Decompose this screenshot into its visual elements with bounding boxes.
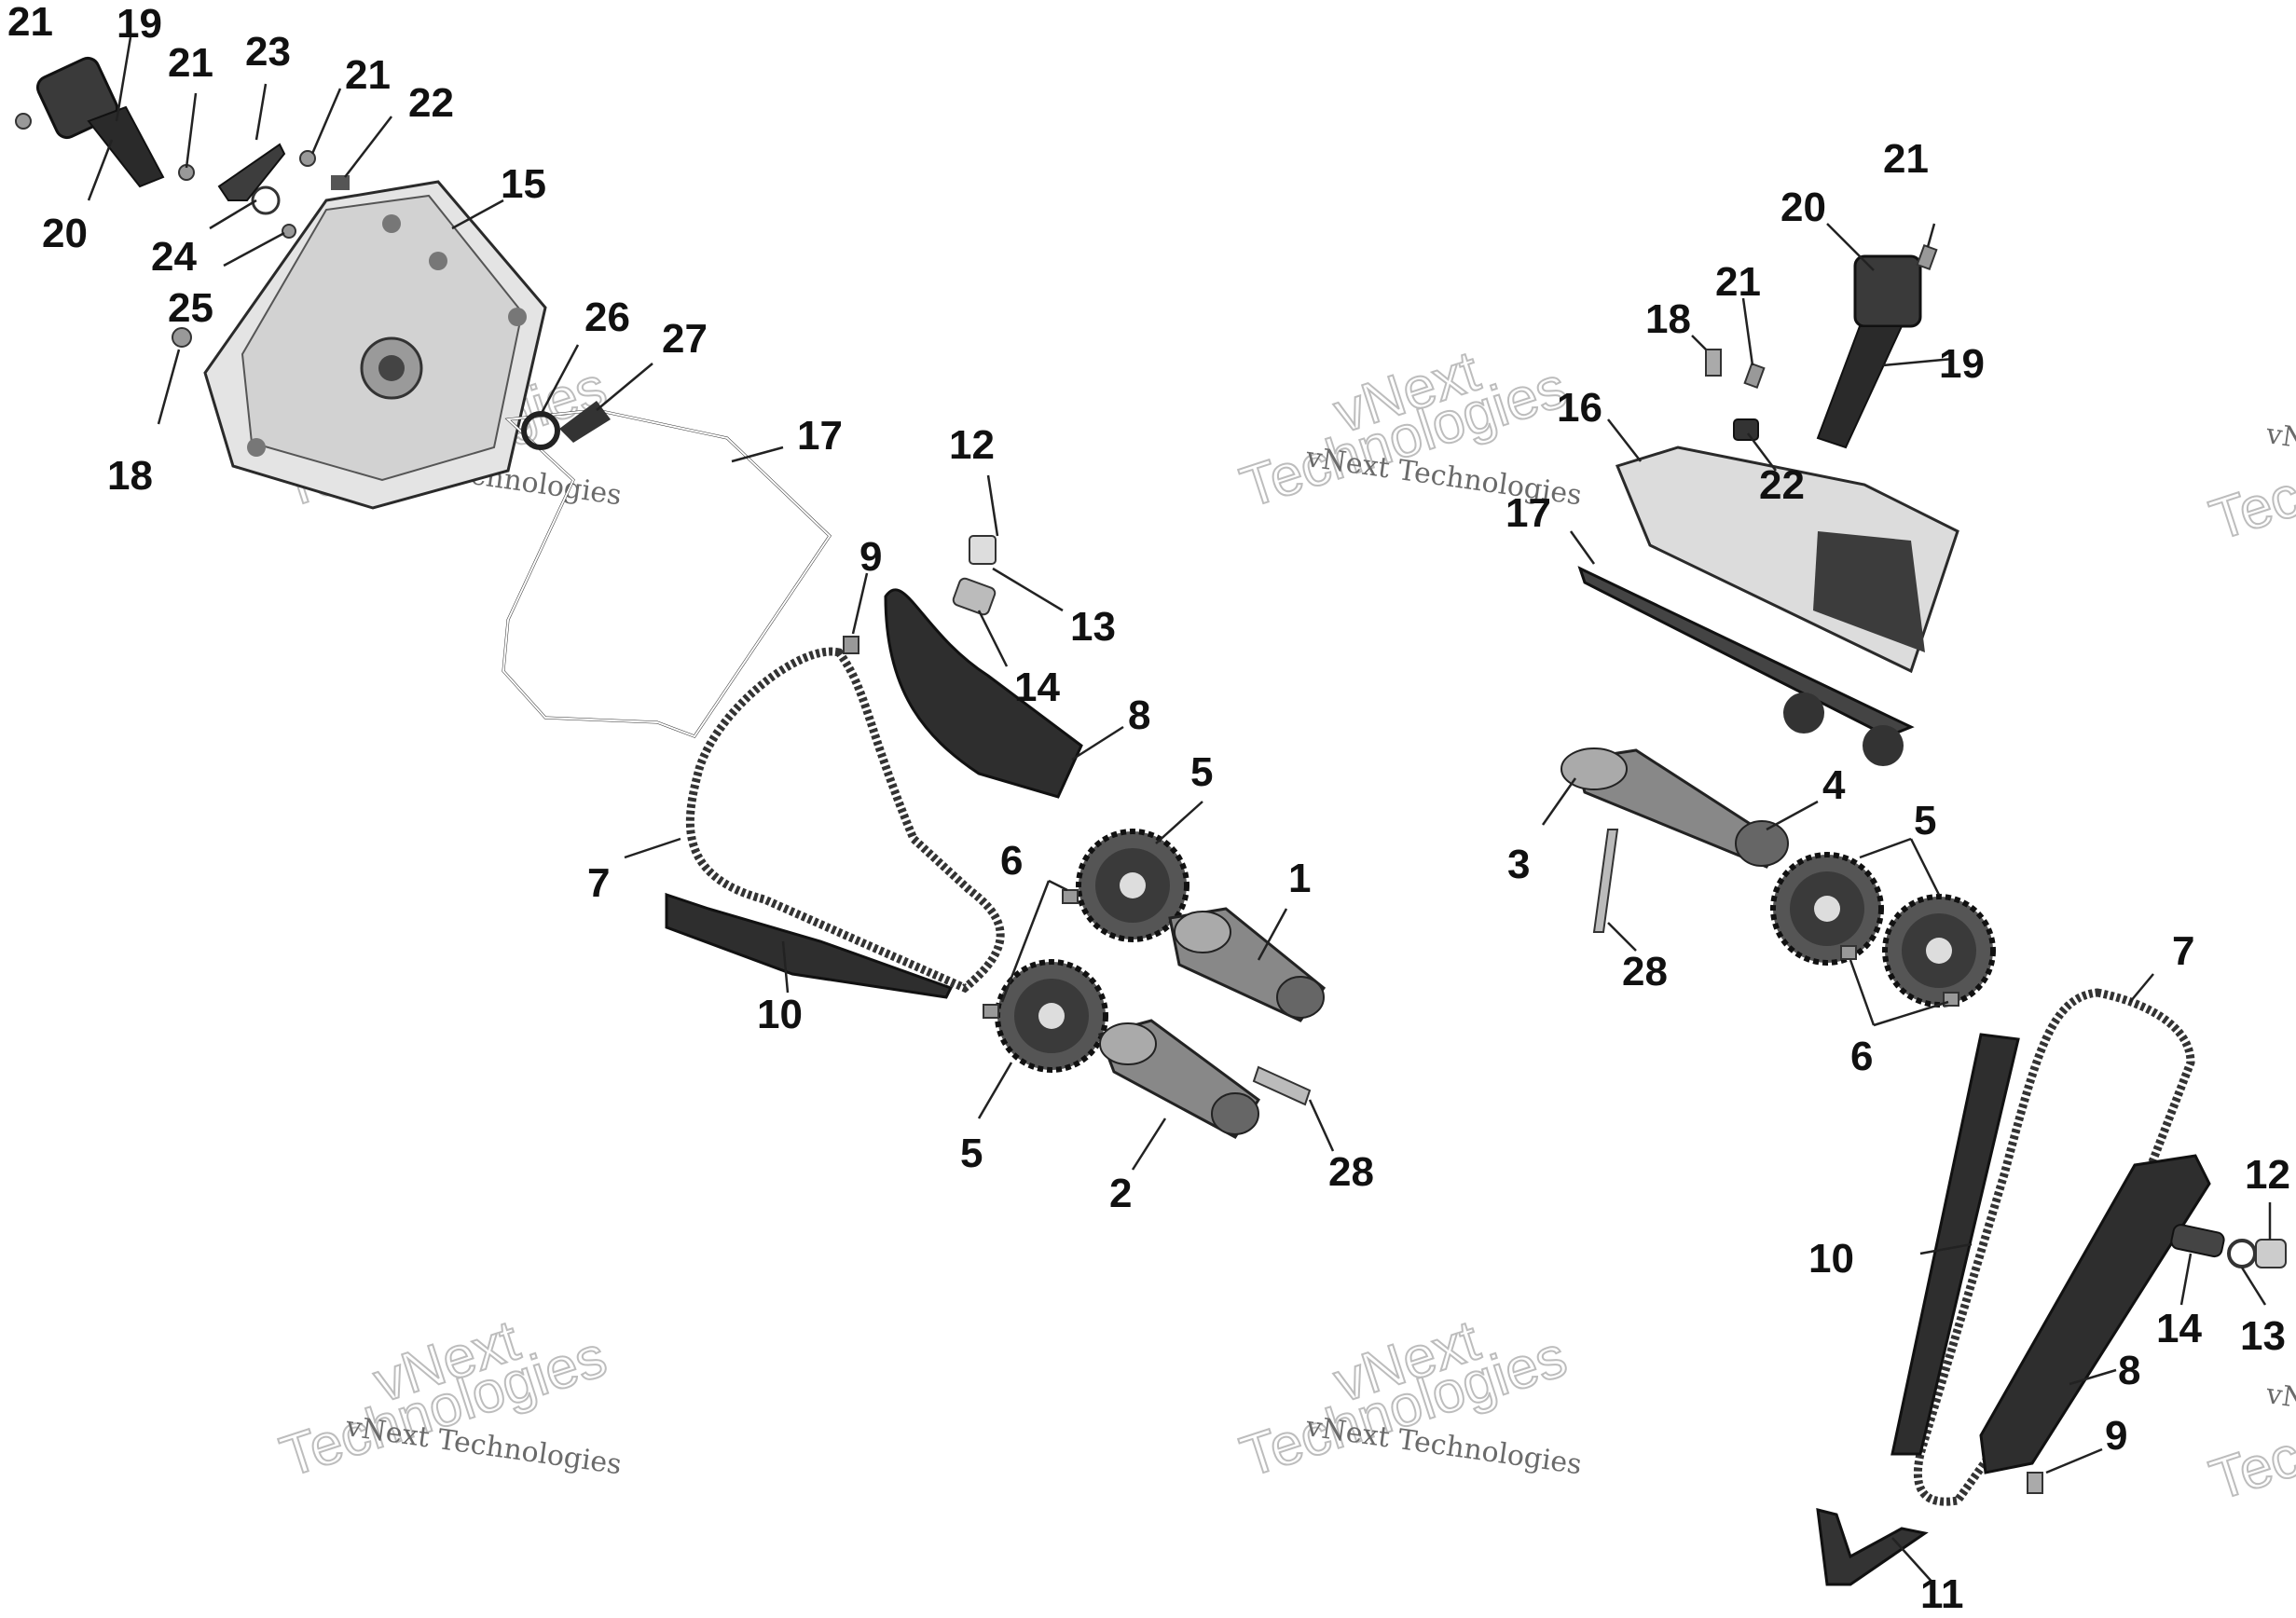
callout-5: 5	[1190, 749, 1213, 795]
callout-8: 8	[2118, 1348, 2140, 1393]
callout-9: 9	[2105, 1413, 2127, 1459]
sprocket-screw-right	[1840, 945, 1857, 960]
valve-cover-left	[203, 180, 547, 510]
callout-22: 22	[1759, 462, 1805, 508]
callout-19: 19	[1939, 341, 1985, 387]
tensioner-washer-right	[2227, 1239, 2257, 1268]
callout-5: 5	[1914, 798, 1936, 843]
callout-7: 7	[2172, 928, 2194, 974]
callout-15: 15	[501, 161, 546, 207]
callout-26: 26	[584, 295, 630, 340]
camshaft-position-sensor-left	[217, 143, 286, 201]
callout-4: 4	[1822, 762, 1846, 808]
watermark-small-text: vN	[2263, 1378, 2296, 1416]
callout-12: 12	[949, 422, 995, 468]
chain-tensioner-guide-left	[884, 588, 1083, 799]
sprocket-screw-left	[1062, 889, 1079, 904]
right-assembly	[1560, 243, 2287, 1586]
ignition-coil-left	[35, 56, 165, 188]
camshaft-sprocket-upper-right	[1770, 852, 1884, 966]
callout-6: 6	[1000, 838, 1023, 884]
timing-chain-left	[685, 647, 1005, 994]
tensioner-pin-left	[952, 535, 997, 616]
callout-2: 2	[1109, 1171, 1132, 1216]
callout-21: 21	[168, 40, 213, 86]
callout-20: 20	[1780, 185, 1826, 230]
watermark-big-technologies: Tec	[2203, 1424, 2296, 1513]
camshaft-intake-left	[1168, 907, 1327, 1022]
callout-18: 18	[1645, 296, 1691, 342]
callout-14: 14	[2156, 1306, 2202, 1351]
callout-16: 16	[1557, 385, 1602, 431]
callout-7: 7	[587, 860, 610, 906]
watermark-small-text: vN	[2263, 418, 2296, 456]
callout-3: 3	[1507, 842, 1530, 887]
callout-6: 6	[1850, 1034, 1873, 1079]
callout-5: 5	[960, 1131, 983, 1176]
camshaft-sprocket-upper-left	[1076, 829, 1189, 942]
callout-1: 1	[1288, 856, 1311, 901]
chain-tensioner-guide-right	[1979, 1154, 2211, 1474]
callout-23: 23	[245, 29, 291, 75]
callout-13: 13	[2240, 1313, 2286, 1359]
callout-10: 10	[757, 992, 803, 1037]
left-assembly	[15, 56, 1327, 1139]
callout-numbers: 21 19 21 23 21 22 20 24 15 25 26 27 18 1…	[7, 0, 2290, 1617]
guide-screw-right	[2027, 1472, 2043, 1494]
oil-jet-right	[1592, 829, 1619, 933]
watermark-group: vNext Technologies vNext Technologies vN…	[272, 338, 2296, 1515]
callout-17: 17	[797, 413, 843, 459]
callout-12: 12	[2245, 1152, 2290, 1198]
guide-screw-left	[843, 636, 859, 654]
callout-21: 21	[345, 52, 391, 98]
lower-chain-guide-right	[1816, 1508, 1929, 1586]
valve-cover-gasket-left	[502, 408, 832, 738]
callout-13: 13	[1070, 604, 1116, 650]
callout-18: 18	[107, 453, 153, 499]
callout-17: 17	[1505, 490, 1551, 536]
callout-20: 20	[42, 211, 88, 256]
tensioner-plug-right	[2255, 1239, 2287, 1268]
callout-28: 28	[1622, 949, 1668, 994]
callout-10: 10	[1808, 1236, 1854, 1282]
callout-11: 11	[1920, 1571, 1964, 1617]
leader-lines	[87, 36, 2272, 1585]
ignition-coil-right	[1816, 254, 1922, 449]
timing-chain-right	[1913, 988, 2195, 1506]
chain-guide-right	[1890, 1033, 2020, 1456]
callout-8: 8	[1128, 692, 1150, 738]
callout-21: 21	[1715, 259, 1761, 305]
chain-guide-left	[665, 892, 954, 999]
camshaft-right	[1560, 747, 1789, 869]
callout-14: 14	[1014, 665, 1060, 710]
bolt-group-left	[15, 113, 350, 348]
tensioner-pin-right	[2170, 1224, 2225, 1258]
callout-21: 21	[1883, 136, 1929, 182]
oil-jet-left	[1252, 1065, 1312, 1106]
sprocket-screw-left	[983, 1004, 999, 1019]
callout-28: 28	[1328, 1149, 1374, 1195]
bolt-group-right	[1705, 243, 1938, 441]
watermark: vNext Technologies vNext Technologies	[1232, 1308, 1584, 1491]
callout-22: 22	[408, 80, 454, 126]
watermark-big-technologies: Tec	[2203, 464, 2296, 553]
callout-24: 24	[151, 234, 197, 280]
camshaft-exhaust-left	[1098, 1019, 1261, 1139]
callout-27: 27	[662, 316, 708, 362]
callout-21: 21	[7, 0, 53, 45]
watermark: vNext Technologies vNext Technologies	[272, 1308, 624, 1491]
callout-19: 19	[117, 1, 162, 47]
camshaft-sprocket-lower-left	[995, 959, 1108, 1073]
camshaft-sprocket-lower-right	[1882, 894, 1996, 1008]
callout-25: 25	[168, 285, 213, 331]
callout-9: 9	[859, 534, 882, 580]
